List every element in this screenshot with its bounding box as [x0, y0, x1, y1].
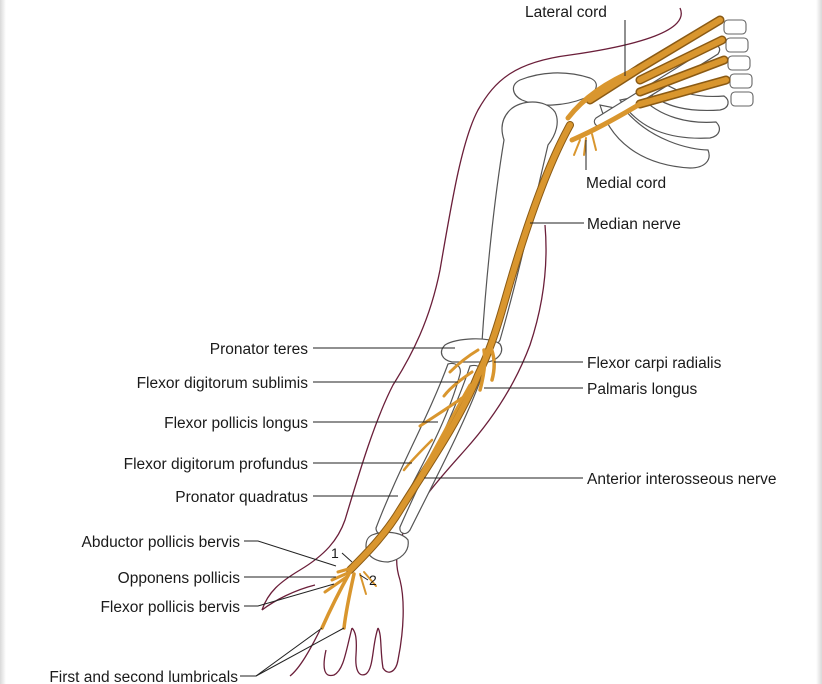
branch-flexor-carpi-radialis	[488, 343, 496, 382]
label-anterior-interosseous-nerve: Anterior interosseous nerve	[587, 471, 777, 488]
branch-flexor-pollicis-longus	[418, 396, 464, 428]
vertebra-1	[723, 19, 747, 35]
vertebra-5	[730, 91, 754, 107]
arm-outline-lateral	[261, 7, 682, 611]
label-medial-cord: Medial cord	[586, 175, 666, 192]
label-first-second-lumbricals: First and second lumbricals	[49, 669, 238, 684]
hand-outline	[261, 579, 404, 677]
vertebra-4	[729, 73, 753, 89]
label-flexor-digitorum-profundus: Flexor digitorum profundus	[124, 456, 309, 473]
label-lateral-cord: Lateral cord	[525, 4, 607, 21]
vertebra-2	[725, 37, 749, 53]
right-edge-shade	[816, 0, 822, 684]
leader-lines	[240, 20, 626, 677]
vertebra-3	[727, 55, 751, 71]
rib-1	[599, 104, 710, 169]
median-nerve-paths	[320, 15, 731, 630]
label-flexor-digitorum-sublimis: Flexor digitorum sublimis	[137, 375, 309, 392]
branch-pronator-teres	[448, 348, 480, 374]
label-opponens-pollicis: Opponens pollicis	[118, 570, 241, 587]
thenar-branches	[323, 566, 354, 594]
branch-flexor-digitorum-profundus	[402, 438, 434, 472]
label-flexor-carpi-radialis: Flexor carpi radialis	[587, 355, 722, 372]
digital-branch-1	[320, 570, 352, 630]
label-pronator-teres: Pronator teres	[210, 341, 308, 358]
label-median-nerve: Median nerve	[587, 216, 681, 233]
labels: Lateral cord Medial cord Median nerve Pr…	[49, 4, 776, 684]
leader-lumbricals-1	[240, 627, 323, 677]
label-abductor-pollicis-bervis: Abductor pollicis bervis	[81, 534, 240, 551]
label-flexor-pollicis-bervis: Flexor pollicis bervis	[100, 599, 240, 616]
leader-lumbricals-2	[255, 627, 345, 677]
digital-branch-2	[342, 572, 356, 630]
label-lumbrical-number-1: 1	[331, 545, 339, 561]
medial-cord-path	[569, 101, 643, 143]
anterior-interosseous-branch	[396, 383, 472, 514]
leader-lumbrical-1-number	[341, 552, 353, 563]
label-flexor-pollicis-longus: Flexor pollicis longus	[164, 415, 308, 432]
branch-palmaris-longus	[478, 348, 487, 392]
label-palmaris-longus: Palmaris longus	[587, 381, 698, 398]
humerus-bone	[481, 101, 558, 348]
label-lumbrical-number-2: 2	[369, 572, 377, 588]
leader-flexor-pollicis-bervis	[244, 583, 335, 607]
median-nerve-trunk	[347, 122, 573, 573]
leader-lumbrical-2-number	[359, 574, 369, 581]
lumbrical-twigs	[359, 571, 377, 595]
branch-flexor-digitorum-sublimis	[442, 370, 474, 398]
left-edge-shade	[0, 0, 6, 684]
leader-abductor-pollicis-bervis	[244, 540, 337, 567]
lateral-cord-path	[565, 65, 643, 121]
label-pronator-quadratus: Pronator quadratus	[175, 489, 308, 506]
